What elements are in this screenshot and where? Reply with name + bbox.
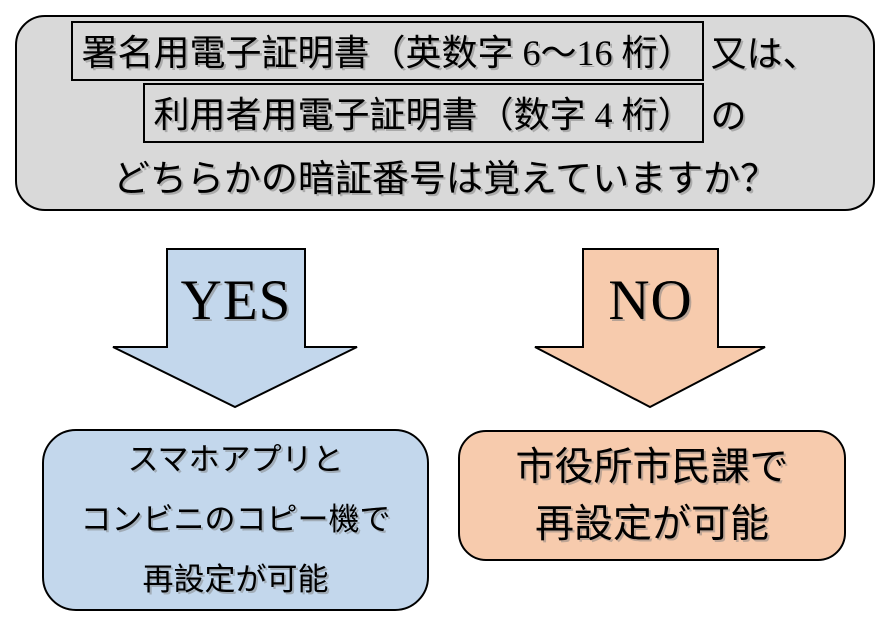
no-result-line: 市役所市民課で xyxy=(515,445,789,489)
yes-result-line: 再設定が可能 xyxy=(142,562,329,597)
question-line-2-suffix: の xyxy=(710,96,747,136)
question-box: 署名用電子証明書（英数字 6～16 桁） 又は、 利用者用電子証明書（数字 4 … xyxy=(15,15,875,211)
yes-result-line: コンビニのコピー機で xyxy=(80,502,391,537)
yes-arrow-label: YES xyxy=(180,268,292,332)
question-line-1: 署名用電子証明書（英数字 6～16 桁） 又は、 xyxy=(71,20,819,82)
no-result-line: 再設定が可能 xyxy=(534,502,769,546)
no-result-box: 市役所市民課で 再設定が可能 xyxy=(458,430,846,561)
question-line-1-suffix: 又は、 xyxy=(710,34,819,74)
question-line-2: 利用者用電子証明書（数字 4 桁） の xyxy=(143,82,747,144)
yes-result-box: スマホアプリと コンビニのコピー機で 再設定が可能 xyxy=(42,429,429,611)
no-arrow-label: NO xyxy=(608,268,693,332)
signature-certificate-term: 署名用電子証明書（英数字 6～16 桁） xyxy=(71,21,704,81)
yes-result-line: スマホアプリと xyxy=(127,442,344,477)
user-certificate-term: 利用者用電子証明書（数字 4 桁） xyxy=(143,83,704,143)
question-line-3: どちらかの暗証番号は覚えていますか？ xyxy=(112,159,778,200)
